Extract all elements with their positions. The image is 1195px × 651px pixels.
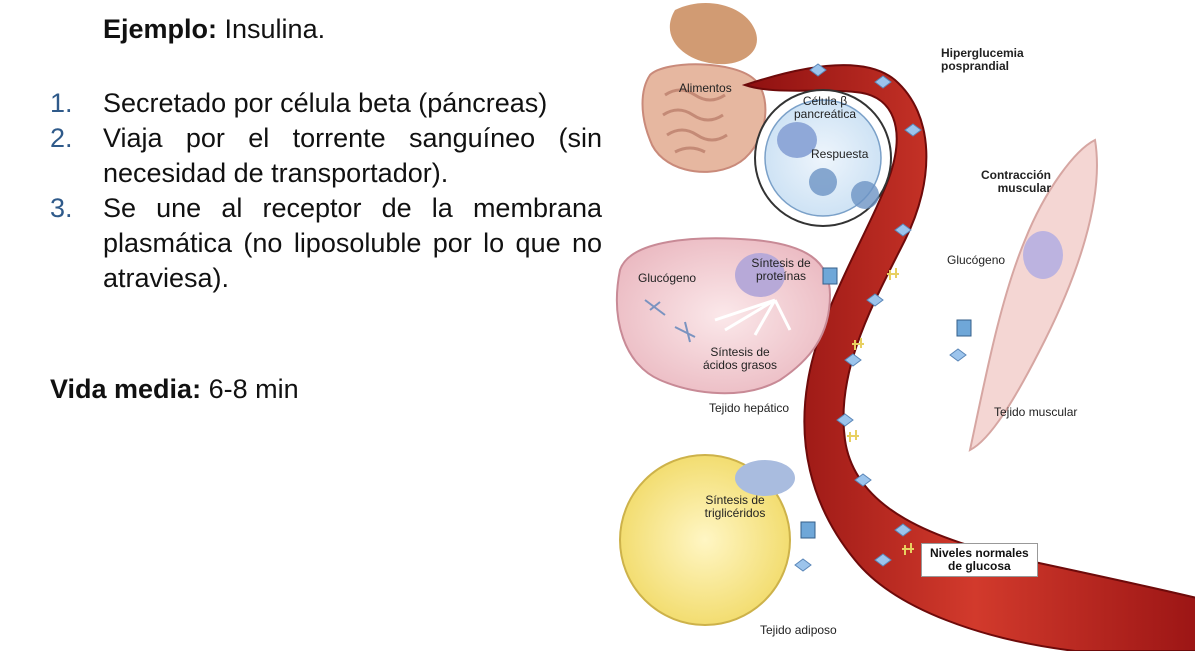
label-celula-beta: Célula β pancreática xyxy=(785,95,865,121)
example-value: Insulina. xyxy=(217,14,325,44)
label-hiperglucemia: Hiperglucemia posprandial xyxy=(941,47,1024,73)
half-life-label: Vida media: xyxy=(50,374,201,404)
label-sintesis-trigliceridos: Síntesis de triglicéridos xyxy=(695,494,775,520)
adipose-nucleus xyxy=(735,460,795,496)
list-item: 2. Viaja por el torrente sanguíneo (sin n… xyxy=(50,121,602,191)
label-niveles-normales: Niveles normales de glucosa xyxy=(921,543,1038,577)
example-heading: Ejemplo: Insulina. xyxy=(103,12,325,46)
list-item: 1. Secretado por célula beta (páncreas) xyxy=(50,86,602,121)
label-sintesis-acidos-line2: ácidos grasos xyxy=(695,359,785,372)
label-tejido-hepatico: Tejido hepático xyxy=(709,402,789,415)
label-sintesis-trigliceridos-line2: triglicéridos xyxy=(695,507,775,520)
list-number: 1. xyxy=(50,86,73,121)
half-life: Vida media: 6-8 min xyxy=(50,372,299,406)
list-text: Secretado por célula beta (páncreas) xyxy=(103,86,602,121)
label-tejido-adiposo: Tejido adiposo xyxy=(760,624,837,637)
label-hiperglucemia-line2: posprandial xyxy=(941,60,1024,73)
list-text: Se une al receptor de la membrana plasmá… xyxy=(103,191,602,296)
list-text: Viaja por el torrente sanguíneo (sin nec… xyxy=(103,121,602,191)
label-tejido-muscular: Tejido muscular xyxy=(994,406,1077,419)
label-respuesta: Respuesta xyxy=(811,148,868,161)
label-sintesis-proteinas: Síntesis de proteínas xyxy=(741,257,821,283)
label-sintesis-proteinas-line2: proteínas xyxy=(741,270,821,283)
label-celula-beta-line2: pancreática xyxy=(785,108,865,121)
label-glucogeno-muscle: Glucógeno xyxy=(947,254,1005,267)
steps-list: 1. Secretado por célula beta (páncreas) 2… xyxy=(50,86,602,296)
list-item: 3. Se une al receptor de la membrana plas… xyxy=(50,191,602,296)
half-life-value: 6-8 min xyxy=(201,374,299,404)
label-contraccion-line2: muscular xyxy=(969,182,1051,195)
label-alimentos: Alimentos xyxy=(679,82,732,95)
muscle-nucleus xyxy=(1023,231,1063,279)
label-glucogeno-liver: Glucógeno xyxy=(638,272,696,285)
list-number: 2. xyxy=(50,121,73,156)
insulin-diagram-illustration xyxy=(605,0,1195,651)
label-niveles-normales-line2: de glucosa xyxy=(930,560,1029,573)
example-label: Ejemplo: xyxy=(103,14,217,44)
insulin-diagram: Alimentos Célula β pancreática Respuesta… xyxy=(605,0,1195,651)
label-contraccion: Contracción muscular xyxy=(969,169,1051,195)
list-number: 3. xyxy=(50,191,73,226)
label-sintesis-acidos: Síntesis de ácidos grasos xyxy=(695,346,785,372)
